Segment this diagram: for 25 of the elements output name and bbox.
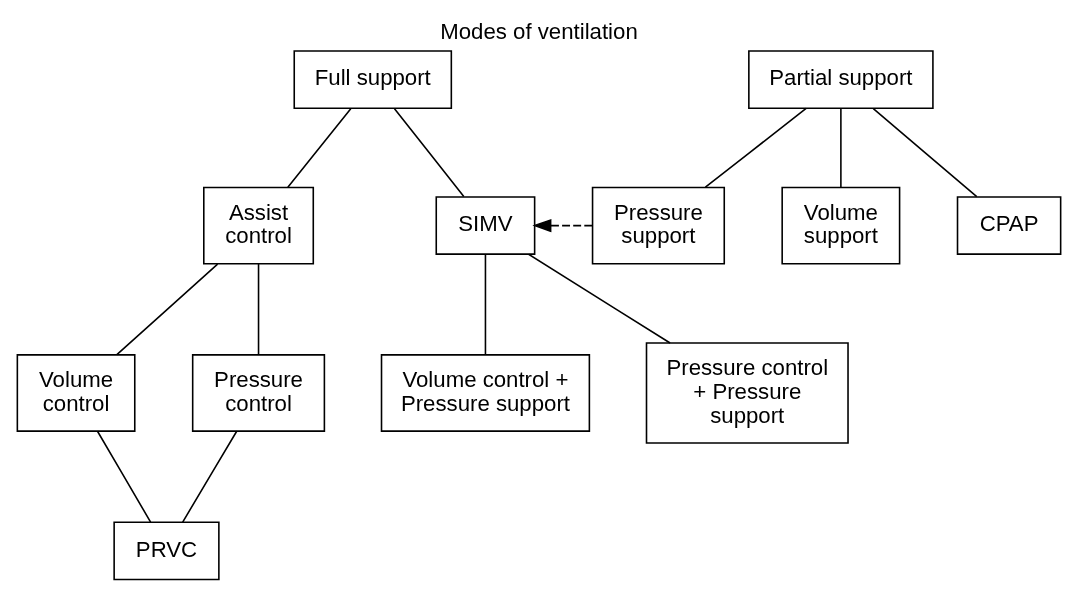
node-box: PRVC xyxy=(112,521,220,581)
connector xyxy=(839,107,842,189)
connector xyxy=(704,107,807,188)
connector xyxy=(181,430,237,523)
node-box: Pressure control + Pressure support xyxy=(645,342,849,444)
node-box: Pressure control xyxy=(191,354,325,432)
node-box: Volume control xyxy=(16,354,136,432)
diagram-title: Modes of ventilation xyxy=(439,18,638,44)
node-box: Volume control + Pressure support xyxy=(380,354,590,432)
connector xyxy=(286,107,352,189)
connector xyxy=(484,253,486,356)
connector xyxy=(96,430,151,523)
node-box: Pressure support xyxy=(591,186,725,265)
connector xyxy=(115,263,218,356)
connector xyxy=(257,263,259,356)
node-box: SIMV xyxy=(434,196,535,255)
arrow xyxy=(531,218,593,233)
node-box: Volume support xyxy=(780,186,900,265)
connector xyxy=(393,107,465,198)
node-box: Assist control xyxy=(202,186,314,265)
connector xyxy=(872,107,978,198)
connector xyxy=(527,253,671,344)
node-box: Partial support xyxy=(747,50,934,109)
node-box: CPAP xyxy=(956,196,1061,255)
node-box: Full support xyxy=(292,50,452,109)
